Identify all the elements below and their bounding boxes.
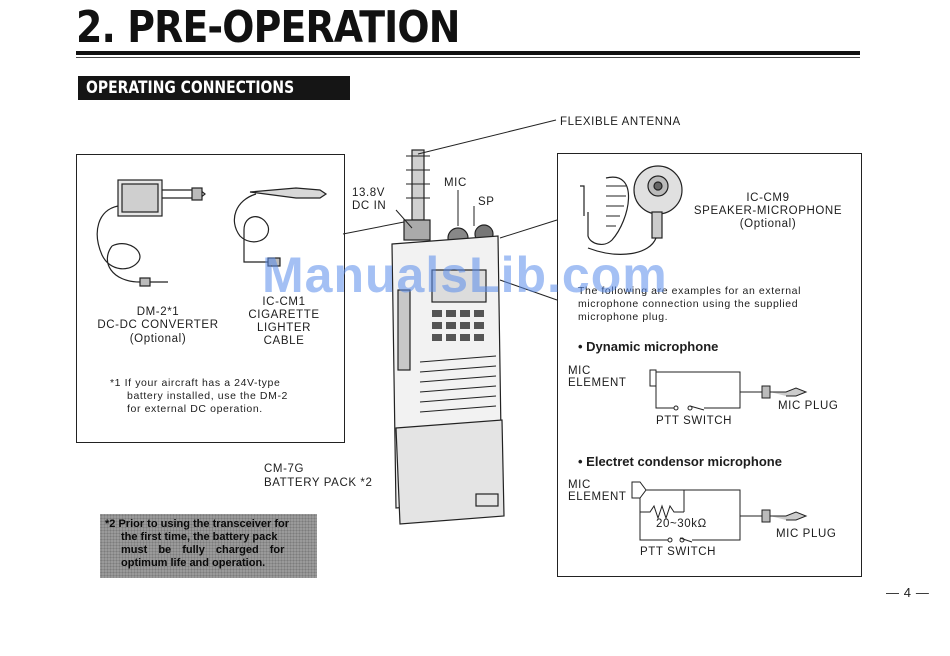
- battery-note-line1: *2 Prior to using the transceiver for: [105, 518, 289, 530]
- battery-note-line2: the first time, the battery pack: [121, 531, 278, 543]
- electret-mic-plug-label: MIC PLUG: [776, 528, 837, 540]
- microphone-panel: [557, 153, 862, 577]
- battery-note-line4: optimum life and operation.: [121, 557, 266, 569]
- dc-dc-converter-illustration: [96, 179, 206, 287]
- battery-note-line3: must be fully charged for: [121, 544, 285, 556]
- speaker-microphone-illustration: [580, 165, 683, 255]
- cigarette-lighter-cable-illustration: [233, 187, 328, 267]
- dynamic-microphone-heading: • Dynamic microphone: [578, 339, 719, 354]
- intro-line1: The following are examples for an extern…: [578, 285, 802, 297]
- accessories-panel: [76, 154, 345, 443]
- dynamic-ptt-switch-label: PTT SWITCH: [656, 415, 733, 427]
- electret-ptt-switch-label: PTT SWITCH: [640, 546, 717, 558]
- battery-note-box: [100, 514, 317, 578]
- battery-model-label: CM-7G: [264, 463, 305, 475]
- resistor-label: 20~30kΩ: [656, 518, 707, 530]
- dynamic-mic-element-label-1: MIC: [568, 365, 591, 377]
- intro-line3: microphone plug.: [578, 311, 669, 323]
- battery-pack-label: BATTERY PACK *2: [264, 477, 373, 489]
- mic-jack-label: MIC: [444, 177, 467, 189]
- dc-in-label: DC IN: [352, 200, 387, 212]
- dm2-optional: (Optional): [129, 333, 187, 345]
- page-title: 2. PRE-OPERATION: [76, 2, 460, 53]
- section-banner: [78, 76, 350, 100]
- iccm9-model: IC-CM9: [746, 192, 790, 204]
- iccm1-line4: CABLE: [263, 335, 305, 347]
- iccm1-line2: CIGARETTE: [248, 309, 320, 321]
- iccm1-line3: LIGHTER: [256, 322, 312, 334]
- iccm9-optional: (Optional): [739, 218, 797, 230]
- dynamic-microphone-circuit: [649, 369, 808, 411]
- section-title: OPERATING CONNECTIONS: [86, 78, 295, 98]
- title-rule-thin: [76, 57, 860, 58]
- footnote-1-line2: battery installed, use the DM-2: [127, 390, 289, 402]
- dm2-description: DC-DC CONVERTER: [97, 319, 219, 331]
- transceiver-illustration: [391, 149, 505, 525]
- page-number: — 4 —: [886, 585, 930, 600]
- electret-microphone-heading: • Electret condensor microphone: [578, 454, 782, 469]
- dm2-model: DM-2*1: [136, 306, 180, 318]
- battery-note: *2 Prior to using the transceiver for th…: [105, 518, 313, 570]
- footnote-1-line1: *1 If your aircraft has a 24V-type: [110, 377, 281, 389]
- flexible-antenna-label: FLEXIBLE ANTENNA: [560, 116, 681, 128]
- speaker-jack-label: SP: [478, 196, 495, 208]
- title-rule: [76, 51, 860, 55]
- iccm9-description: SPEAKER-MICROPHONE: [693, 205, 843, 217]
- iccm1-model: IC-CM1: [262, 296, 306, 308]
- electret-mic-element-label-2: ELEMENT: [568, 491, 627, 503]
- footnote-1-line3: for external DC operation.: [127, 403, 263, 415]
- dynamic-mic-element-label-2: ELEMENT: [568, 377, 627, 389]
- electret-microphone-circuit: [631, 481, 808, 543]
- electret-mic-element-label-1: MIC: [568, 479, 591, 491]
- dynamic-mic-plug-label: MIC PLUG: [778, 400, 839, 412]
- intro-line2: microphone connection using the supplied: [578, 298, 799, 310]
- dc-in-label-voltage: 13.8V: [352, 187, 386, 199]
- watermark: ManualsLib.com: [262, 247, 668, 303]
